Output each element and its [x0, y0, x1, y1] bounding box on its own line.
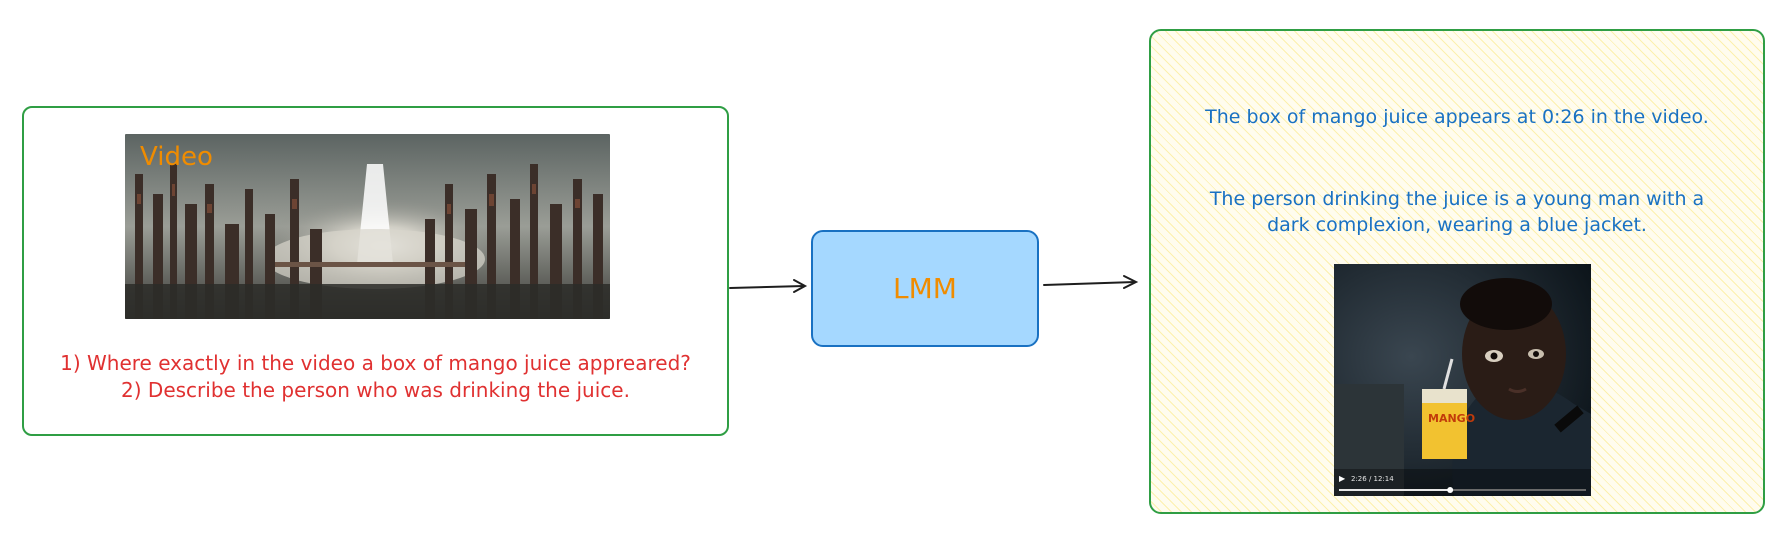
answer-1: The box of mango juice appears at 0:26 i… [1205, 106, 1709, 128]
progress-knob[interactable] [1447, 487, 1454, 493]
progress-track[interactable] [1339, 489, 1586, 491]
play-icon[interactable]: ▶ [1339, 474, 1346, 483]
video-frame-still[interactable]: MANGO [1334, 264, 1591, 496]
question-1: 1) Where exactly in the video a box of m… [60, 351, 691, 375]
industrial-scene-image [125, 134, 610, 319]
video-label: Video [140, 142, 213, 172]
arrow-head-2 [1123, 275, 1139, 289]
answer-2-line-2: dark complexion, wearing a blue jacket. [1267, 214, 1647, 236]
video-thumbnail[interactable] [125, 134, 610, 319]
lmm-label: LMM [893, 272, 957, 305]
person-drinking-image: MANGO [1334, 264, 1591, 496]
juice-box-text: MANGO [1428, 412, 1475, 425]
arrow-lmm-to-output [1043, 281, 1136, 286]
arrow-head-1 [793, 279, 808, 293]
arrow-input-to-lmm [729, 285, 805, 289]
answer-2-line-1: The person drinking the juice is a young… [1209, 188, 1705, 210]
progress-fill [1339, 489, 1451, 491]
lmm-box: LMM [811, 230, 1039, 347]
question-2: 2) Describe the person who was drinking … [121, 378, 630, 402]
player-time: 2:26 / 12:14 [1351, 475, 1394, 483]
